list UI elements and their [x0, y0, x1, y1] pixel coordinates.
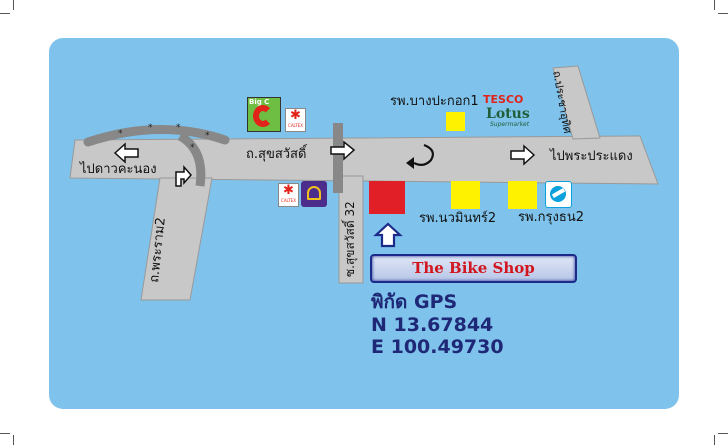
gps-latitude: N 13.67844 — [371, 314, 494, 336]
tesco-label: TESCO — [483, 93, 524, 106]
main-road — [69, 135, 659, 185]
hospital-bangpakok-marker — [446, 112, 465, 131]
crop-mark — [13, 0, 14, 10]
svg-text:*: * — [176, 123, 181, 133]
gps-title: พิกัด GPS — [371, 291, 458, 313]
flyover — [83, 125, 230, 147]
caltex-star-icon: ✱ CALTEX — [285, 108, 306, 132]
krungthai-logo — [545, 181, 572, 208]
crop-mark — [718, 13, 728, 14]
soi32-label: ซ.สุขสวัสดิ์ 32 — [343, 201, 357, 277]
crop-mark — [0, 433, 10, 434]
arrow-left-icon — [113, 142, 139, 164]
arrow-right-icon — [330, 140, 356, 161]
big-c-logo: Big C — [247, 97, 281, 132]
crop-mark — [13, 435, 14, 445]
arrow-up-icon — [373, 222, 403, 248]
lotus-label: Lotus — [486, 106, 530, 122]
soi32-road — [338, 175, 364, 284]
shop-name: The Bike Shop — [412, 259, 535, 277]
flyover-ramp — [177, 132, 206, 187]
u-turn-icon — [406, 143, 434, 169]
svg-text:*: * — [118, 129, 123, 139]
crop-mark — [0, 13, 10, 14]
caltex-label: CALTEX — [281, 198, 296, 203]
hospital-krungthon-marker — [508, 181, 537, 209]
bigc-label: Big C — [249, 98, 270, 106]
hospital-bangpakok-label: รพ.บางปะกอก1 — [390, 94, 479, 109]
rama2-road — [140, 177, 213, 301]
arrow-right-icon — [510, 144, 536, 166]
caltex-label: CALTEX — [288, 123, 303, 128]
crop-mark — [714, 0, 715, 10]
svg-text:*: * — [190, 143, 195, 153]
shop-name-box: The Bike Shop — [370, 254, 577, 283]
hospital-nawamin-label: รพ.นวมินทร์2 — [419, 211, 497, 226]
main-road-label: ถ.สุขสวัสดิ์ — [246, 147, 307, 162]
crop-mark — [714, 435, 715, 445]
shop-marker — [369, 181, 405, 214]
hospital-krungthon-label: รพ.กรุงธน2 — [518, 210, 584, 225]
hospital-nawamin-marker — [451, 181, 480, 209]
caltex-star-icon: ✱ CALTEX — [278, 183, 299, 207]
left-dest-label: ไปดาวคะนอง — [80, 162, 157, 177]
svg-text:*: * — [148, 123, 153, 133]
turn-right-icon — [175, 165, 192, 187]
divider-post — [333, 123, 343, 193]
supermarket-label: Supermarket — [490, 121, 530, 128]
svg-text:*: * — [205, 131, 210, 141]
gps-longitude: E 100.49730 — [371, 336, 504, 358]
crop-mark — [718, 433, 728, 434]
scb-logo — [301, 181, 327, 207]
right-soi — [552, 65, 601, 140]
right-dest-label: ไปพระประแดง — [550, 149, 633, 164]
